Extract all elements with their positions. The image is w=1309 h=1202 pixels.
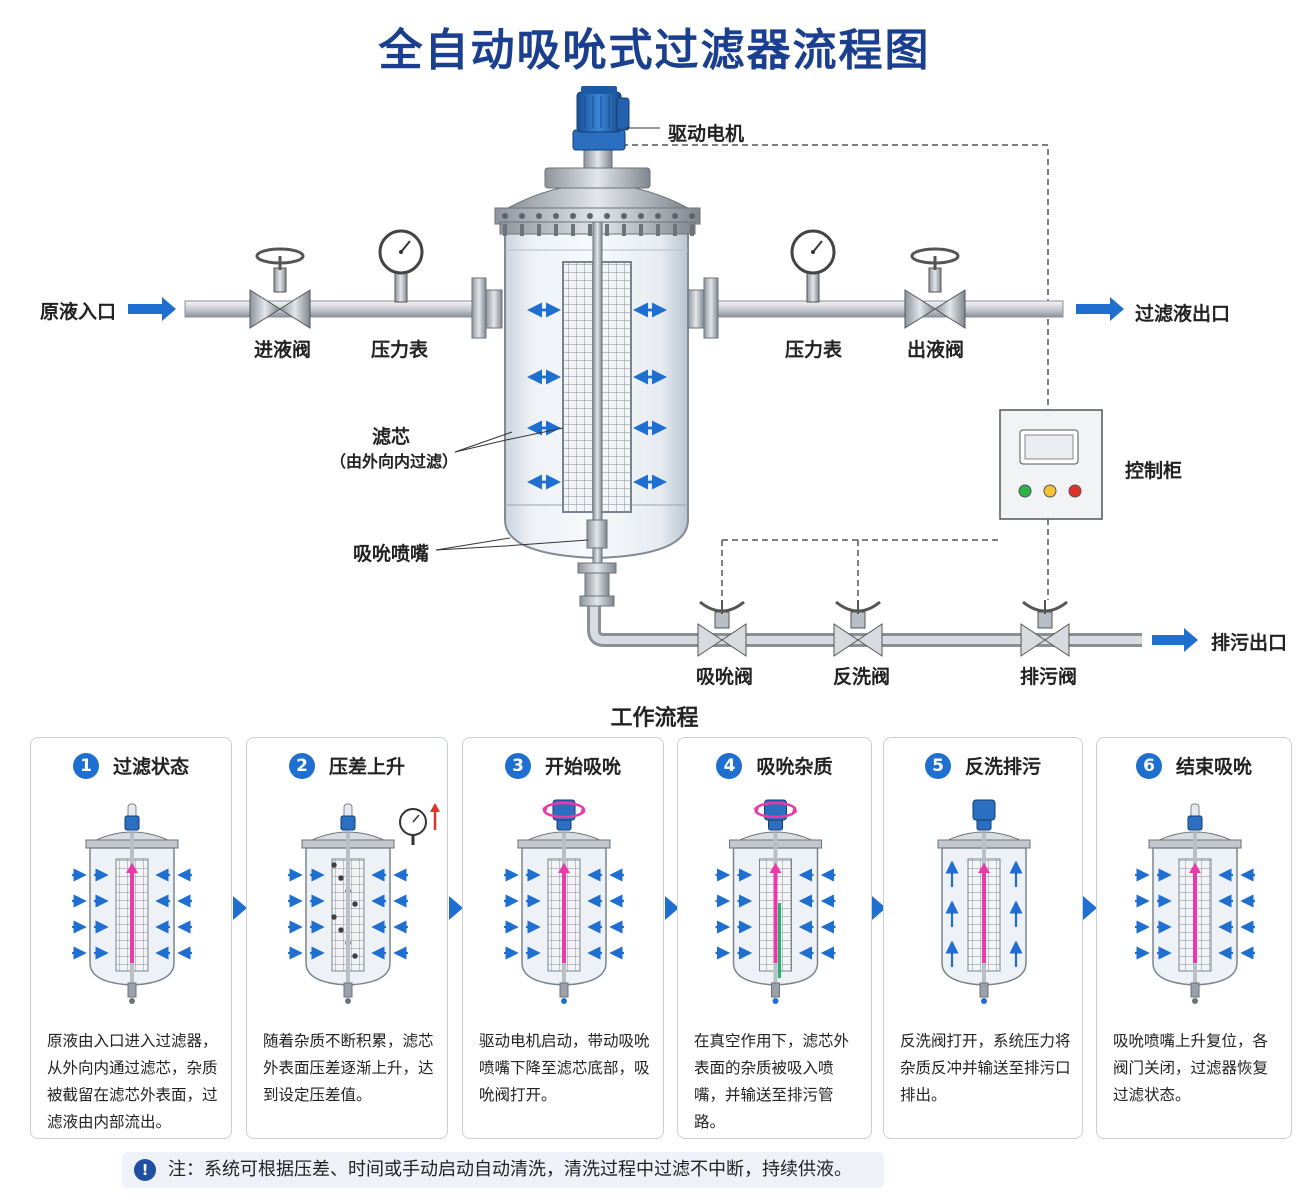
step-title: 压差上升 <box>328 756 405 778</box>
process-diagram <box>128 86 1198 657</box>
step-number: 2 <box>288 752 315 779</box>
step-illustration <box>937 799 1031 1004</box>
workflow-step-4: 4 吸吮杂质 在真空作用下，滤芯外表面的杂质被吸入喷嘴，并输送至排污管路。 <box>677 737 872 1139</box>
step-title: 反洗排污 <box>964 756 1041 778</box>
exclamation-icon: ! <box>134 1159 156 1181</box>
chevron-right-icon <box>233 896 247 920</box>
inlet-pipe <box>184 300 476 318</box>
suction-nozzle <box>586 519 608 549</box>
suction-shaft <box>592 221 603 568</box>
outlet-arrow <box>1076 297 1124 321</box>
step-number: 5 <box>924 752 951 779</box>
backwash-valve <box>833 600 883 657</box>
pressure-rise-gauge-icon <box>399 803 440 845</box>
step-description: 随着杂质不断积累，滤芯外表面压差逐渐上升，达到设定压差值。 <box>263 1032 434 1104</box>
pressure-gauge-outlet <box>790 229 836 303</box>
filter-element-label: 滤芯 <box>372 426 411 448</box>
step-description: 驱动电机启动，带动吸吮喷嘴下降至滤芯底部，吸吮阀打开。 <box>479 1032 650 1104</box>
footer-note-text: 注：系统可根据压差、时间或手动启动自动清洗，清洗过程中过滤不中断，持续供液。 <box>168 1159 852 1180</box>
suction-valve-label: 吸吮阀 <box>696 666 754 688</box>
inlet-valve-label: 进液阀 <box>254 339 312 361</box>
workflow-step-6: 6 结束吸吮 吸吮喷嘴上升复位，各阀门关闭，过滤器恢复过滤状态。 <box>1096 737 1292 1139</box>
outlet-valve <box>904 247 966 329</box>
tank-cover <box>494 167 701 235</box>
diagram-title: 全自动吸吮式过滤器流程图 <box>378 25 931 76</box>
motor-icon <box>124 815 140 831</box>
step-title: 吸吮杂质 <box>756 756 833 778</box>
step-title: 过滤状态 <box>112 756 189 778</box>
suction-nozzle-label: 吸吮喷嘴 <box>353 543 430 565</box>
outlet-valve-label: 出液阀 <box>907 339 965 361</box>
step-illustration <box>1135 803 1255 1004</box>
step-description: 吸吮喷嘴上升复位，各阀门关闭，过滤器恢复过滤状态。 <box>1113 1032 1269 1104</box>
step-title: 结束吸吮 <box>1175 756 1252 778</box>
pressure-gauge-out-label: 压力表 <box>785 339 843 361</box>
step-description: 反洗阀打开，系统压力将杂质反冲并输送至排污口排出。 <box>900 1032 1071 1104</box>
inflow-arrows <box>527 302 667 490</box>
footer-note: ! 注：系统可根据压差、时间或手动启动自动清洗，清洗过程中过滤不中断，持续供液。 <box>122 1152 884 1188</box>
drain-valve <box>1020 600 1070 657</box>
step-number: 4 <box>716 752 743 779</box>
drain-outlet-label: 排污出口 <box>1211 632 1288 654</box>
inlet-arrow <box>128 297 176 321</box>
pressure-gauge-inlet <box>378 229 424 303</box>
workflow-step-2: 2 压差上升 随着杂质不断积累，滤芯外表面压差逐渐上升，达到设定压差值。 <box>246 737 448 1139</box>
drain-valve-label: 排污阀 <box>1020 666 1078 688</box>
step-number: 6 <box>1135 752 1162 779</box>
backwash-valve-label: 反洗阀 <box>833 666 891 688</box>
motor-icon <box>1187 815 1203 831</box>
rotation-icon <box>542 801 586 819</box>
control-cabinet-label: 控制柜 <box>1125 460 1183 482</box>
step-illustration <box>288 803 440 1004</box>
inlet-valve <box>249 247 311 329</box>
workflow-title: 工作流程 <box>610 706 699 731</box>
drive-motor <box>572 86 630 169</box>
inlet-label: 原液入口 <box>40 301 117 323</box>
step-illustration <box>504 799 624 1004</box>
outlet-flange <box>703 277 719 339</box>
outlet-pipe <box>717 300 1064 318</box>
step-title: 开始吸吮 <box>544 756 621 778</box>
step-description: 原液由入口进入过滤器，从外向内通过滤芯，杂质被截留在滤芯外表面，过滤液由内部流出… <box>47 1032 218 1131</box>
drain-arrow <box>1152 628 1198 652</box>
rotation-icon <box>753 801 798 819</box>
control-signal-lines <box>622 144 1049 600</box>
step-illustration <box>72 803 192 1004</box>
inlet-flange <box>471 277 487 339</box>
step-number: 1 <box>72 752 99 779</box>
suction-valve <box>697 600 747 657</box>
step-number: 3 <box>504 752 531 779</box>
motor-label: 驱动电机 <box>668 123 745 145</box>
chevron-right-icon <box>449 896 463 920</box>
workflow-step-5: 5 反洗排污 反洗阀打开，系统压力将杂质反冲并输送至排污口排出。 <box>883 737 1083 1139</box>
workflow-step-1: 1 过滤状态 原液由入口进入过滤器，从外向内通过滤芯，杂质被截留在滤芯外表面，过滤… <box>30 737 232 1139</box>
motor-icon <box>340 815 356 831</box>
cover-bolts <box>502 213 695 236</box>
step-description: 在真空作用下，滤芯外表面的杂质被吸入喷嘴，并输送至排污管路。 <box>694 1032 850 1131</box>
workflow-step-3: 3 开始吸吮 驱动电机启动，带动吸吮喷嘴下降至滤芯底部，吸吮阀打开。 <box>462 737 664 1139</box>
outlet-label: 过滤液出口 <box>1135 303 1231 325</box>
chevron-right-icon <box>1083 896 1097 920</box>
control-cabinet <box>999 409 1103 520</box>
filter-element-note: （由外向内过滤） <box>330 452 459 471</box>
step-illustration <box>715 799 836 1004</box>
pressure-gauge-in-label: 压力表 <box>371 339 429 361</box>
chevron-right-icon <box>665 896 679 920</box>
chevron-right-icon <box>872 896 886 920</box>
